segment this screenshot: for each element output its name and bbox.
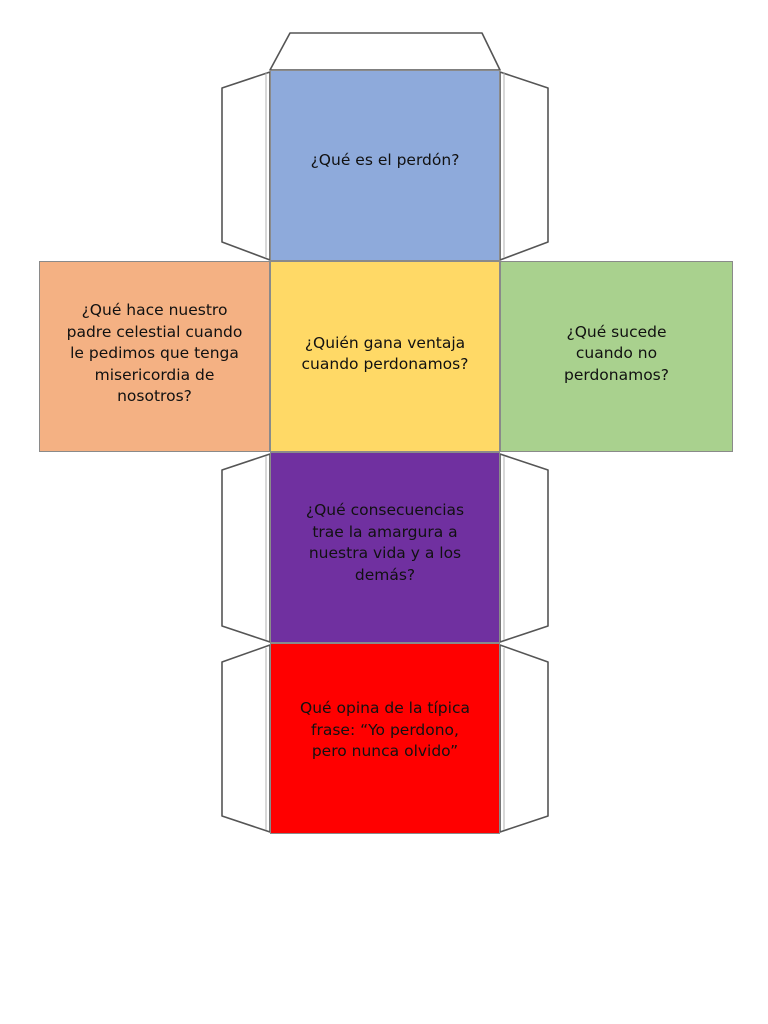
glue-tab-purple-left xyxy=(221,453,271,643)
glue-tab-top-right xyxy=(499,71,549,261)
question-quien-gana: ¿Quién gana ventaja cuando perdonamos? xyxy=(301,333,469,374)
question-consecuencias: ¿Qué consecuencias trae la amargura a nu… xyxy=(305,501,465,584)
glue-tab-top xyxy=(269,32,501,71)
cube-face-red: Qué opina de la típica frase: “Yo perdon… xyxy=(270,643,500,834)
question-frase: Qué opina de la típica frase: “Yo perdon… xyxy=(300,699,470,761)
question-padre-celestial: ¿Qué hace nuestro padre celestial cuando… xyxy=(66,301,243,406)
question-que-sucede: ¿Qué sucede cuando no perdonamos? xyxy=(563,322,669,384)
glue-tab-red-left xyxy=(221,644,271,833)
glue-tab-purple-right xyxy=(499,453,549,643)
question-perdon: ¿Qué es el perdón? xyxy=(310,150,460,169)
cube-face-purple: ¿Qué consecuencias trae la amargura a nu… xyxy=(270,452,500,643)
glue-tab-red-right xyxy=(499,644,549,833)
cube-face-right: ¿Qué sucede cuando no perdonamos? xyxy=(500,261,733,452)
cube-face-top: ¿Qué es el perdón? xyxy=(270,70,500,261)
cube-face-center: ¿Quién gana ventaja cuando perdonamos? xyxy=(270,261,500,452)
glue-tab-top-left xyxy=(221,71,271,261)
cube-face-left: ¿Qué hace nuestro padre celestial cuando… xyxy=(39,261,270,452)
